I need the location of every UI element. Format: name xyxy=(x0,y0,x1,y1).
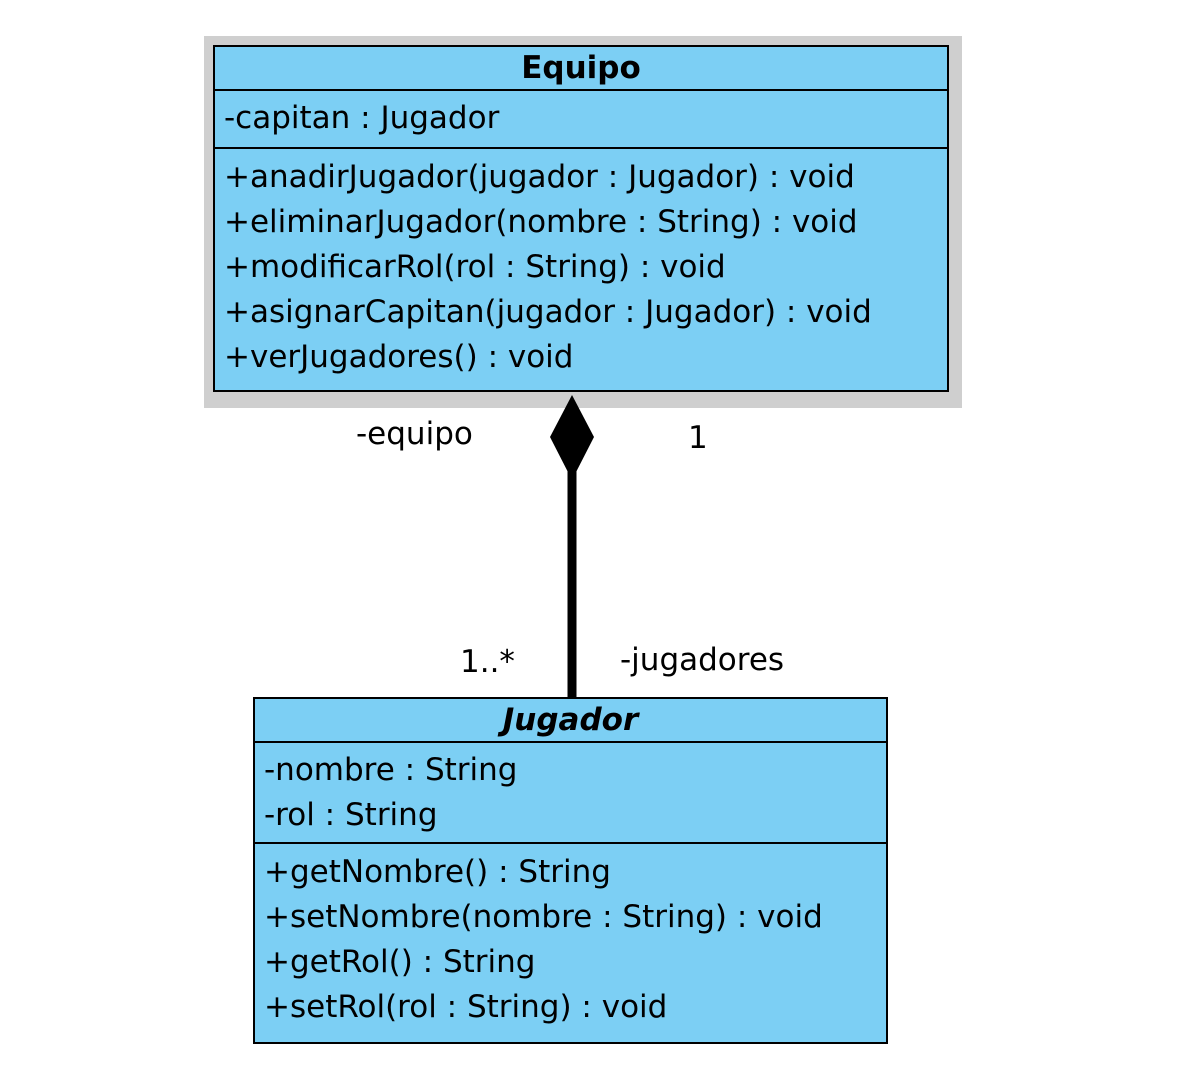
composition-diamond-icon xyxy=(550,395,594,480)
class-equipo[interactable]: Equipo -capitan : Jugador +anadirJugador… xyxy=(213,45,949,392)
operations-compartment-equipo: +anadirJugador(jugador : Jugador) : void… xyxy=(215,149,947,386)
operation-get-nombre: +getNombre() : String xyxy=(264,854,611,890)
multiplicity-label-jugadores: 1..* xyxy=(460,644,515,680)
operation-set-nombre: +setNombre(nombre : String) : void xyxy=(264,899,823,935)
attributes-compartment-jugador: -nombre : String -rol : String xyxy=(255,743,886,844)
role-label-equipo: -equipo xyxy=(356,416,473,452)
class-jugador[interactable]: Jugador -nombre : String -rol : String +… xyxy=(253,697,888,1044)
class-name-jugador: Jugador xyxy=(255,699,886,743)
operation-ver-jugadores: +verJugadores() : void xyxy=(224,339,574,375)
operation-get-rol: +getRol() : String xyxy=(264,944,536,980)
attribute-nombre: -nombre : String xyxy=(264,752,518,788)
role-label-jugadores: -jugadores xyxy=(620,642,785,678)
class-name-equipo: Equipo xyxy=(215,47,947,91)
multiplicity-label-equipo: 1 xyxy=(688,420,708,456)
operation-eliminar-jugador: +eliminarJugador(nombre : String) : void xyxy=(224,204,858,240)
attribute-capitan: -capitan : Jugador xyxy=(224,100,500,136)
attributes-compartment-equipo: -capitan : Jugador xyxy=(215,91,947,149)
operation-modificar-rol: +modificarRol(rol : String) : void xyxy=(224,249,726,285)
operations-compartment-jugador: +getNombre() : String +setNombre(nombre … xyxy=(255,844,886,1036)
operation-set-rol: +setRol(rol : String) : void xyxy=(264,989,668,1025)
operation-anadir-jugador: +anadirJugador(jugador : Jugador) : void xyxy=(224,159,855,195)
operation-asignar-capitan: +asignarCapitan(jugador : Jugador) : voi… xyxy=(224,294,872,330)
attribute-rol: -rol : String xyxy=(264,797,438,833)
